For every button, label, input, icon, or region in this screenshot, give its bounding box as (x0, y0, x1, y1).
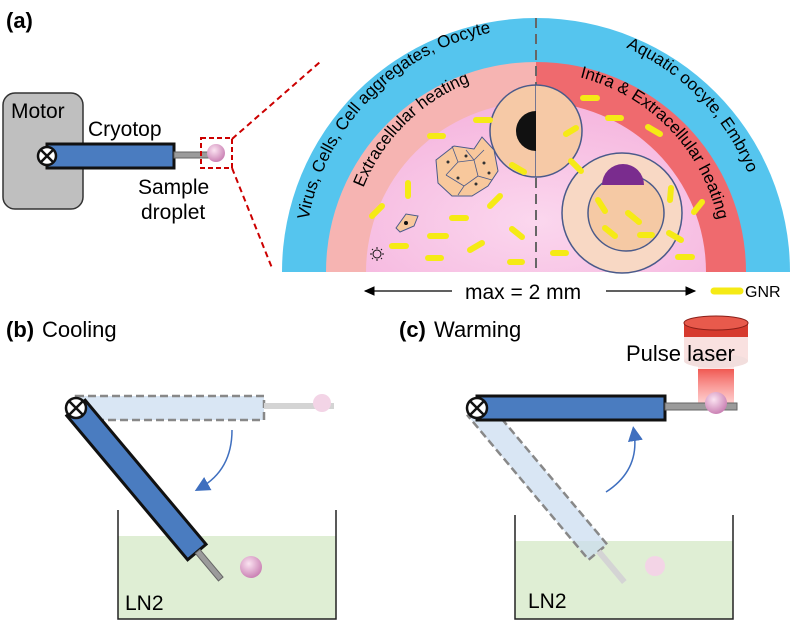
ln2-liquid-b (118, 536, 336, 619)
panel-a-label: (a) (6, 8, 33, 33)
droplet-b (240, 556, 262, 578)
cryotop-tip-ghost-b (264, 403, 334, 409)
sample-label-line2: droplet (141, 201, 205, 224)
ln2-container-b (117, 510, 337, 620)
zoom-line-top (231, 61, 321, 140)
droplet-ghost-c (645, 556, 665, 576)
ln2-container-c (514, 515, 734, 620)
gnr-legend-label: GNR (745, 284, 781, 301)
droplet-ghost-b (313, 394, 331, 412)
rotation-axis-icon-b (64, 396, 88, 420)
cryotop-horizontal-c (475, 394, 667, 422)
cell-aggregate (435, 136, 499, 197)
rotation-axis-icon (36, 145, 58, 167)
scale-label: max = 2 mm (465, 281, 581, 304)
panel-b-label: (b) (6, 317, 34, 342)
cryotop-bar (45, 142, 176, 170)
single-cell (395, 213, 419, 233)
panel-c-label: (c) (399, 317, 426, 342)
ln2-label-c: LN2 (528, 590, 567, 613)
cryotop-tip (173, 151, 211, 159)
cryotop-tip-c (664, 402, 738, 411)
laser-label-bg (624, 337, 776, 369)
rotation-axis-icon-c (465, 396, 489, 420)
laser-label: Pulse laser (626, 341, 735, 366)
oocyte-cell (489, 84, 583, 178)
ln2-label-b: LN2 (125, 592, 164, 615)
cryotop-label: Cryotop (88, 118, 162, 141)
cryotop-ghost-b (74, 394, 266, 422)
motor-label: Motor (11, 100, 65, 123)
panel-c-title: Warming (434, 317, 521, 342)
droplet-c (705, 392, 727, 414)
rotation-arrow-c (605, 426, 643, 493)
gnr-particles (369, 95, 705, 265)
zoom-line-bottom (231, 167, 273, 269)
rotation-arrow-b (194, 429, 233, 491)
panel-b-title: Cooling (42, 317, 117, 342)
sample-label-line1: Sample (138, 176, 209, 199)
virus-icon (370, 247, 384, 261)
sample-droplet (207, 144, 225, 162)
zoom-box (200, 137, 233, 169)
